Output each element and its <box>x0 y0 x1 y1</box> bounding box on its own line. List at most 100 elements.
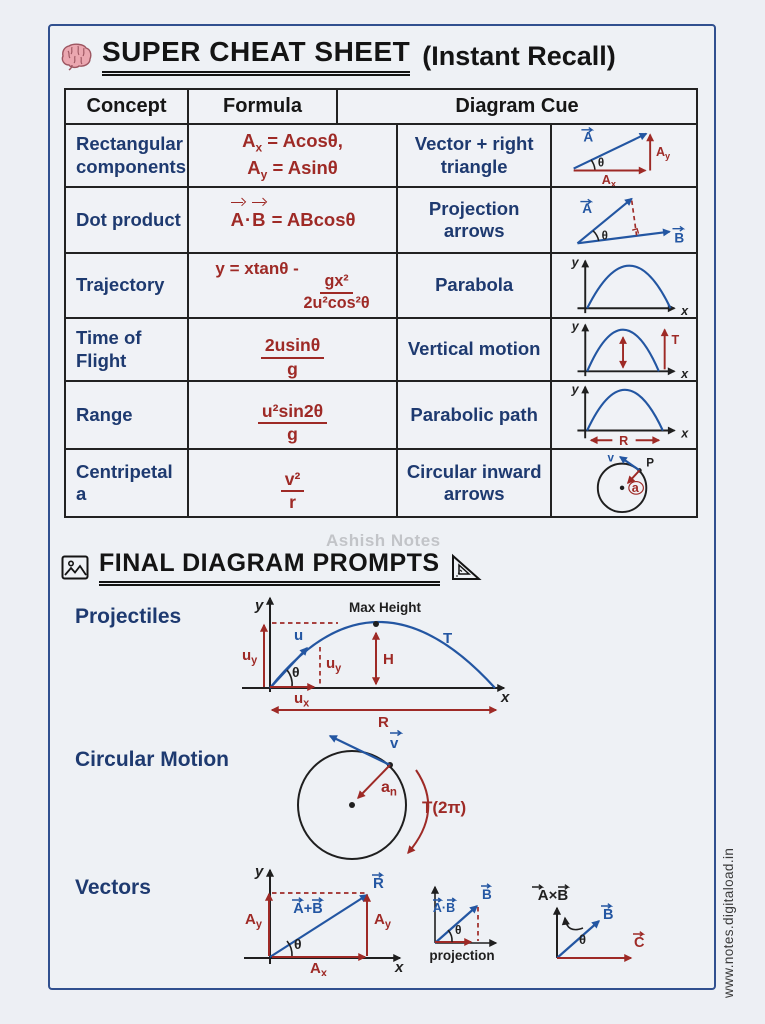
concept-cell: Rectangular components <box>66 125 189 186</box>
svg-text:A·B: A·B <box>433 901 455 915</box>
header-formula: Formula <box>189 90 338 123</box>
svg-text:v: v <box>390 735 399 752</box>
cue-cell: Parabola <box>398 254 552 317</box>
svg-text:T: T <box>443 630 452 647</box>
svg-text:θ: θ <box>292 664 300 680</box>
svg-text:θ: θ <box>602 229 608 242</box>
page-title: SUPER CHEAT SHEET <box>102 36 411 76</box>
vectors-projection-diagram: θ A·B B projection <box>429 883 498 963</box>
circular-motion-diagram: v an T(2π) <box>297 729 466 860</box>
svg-text:Ax: Ax <box>310 960 328 976</box>
section-header: FINAL DIAGRAM PROMPTS <box>60 549 483 586</box>
svg-text:C: C <box>634 935 645 951</box>
cue-cell: Vertical motion <box>398 319 552 380</box>
svg-text:Ax: Ax <box>602 173 617 186</box>
brain-icon <box>61 43 92 71</box>
svg-text:x: x <box>394 959 404 976</box>
picture-icon <box>61 555 89 579</box>
formula-cell: A·B = ABcosθ <box>189 188 399 252</box>
svg-text:B: B <box>603 907 613 923</box>
svg-text:x: x <box>680 304 689 317</box>
header-diagram-cue: Diagram Cue <box>455 95 579 117</box>
diagram-vertical-motion: y x T <box>552 319 696 380</box>
table-header-row: Concept Formula Diagram Cue <box>66 90 696 125</box>
svg-text:R: R <box>373 875 384 892</box>
svg-text:uy: uy <box>326 655 342 675</box>
svg-text:θ: θ <box>455 923 462 937</box>
svg-text:A: A <box>583 129 593 144</box>
svg-text:θ: θ <box>598 157 604 170</box>
svg-text:ux: ux <box>294 690 310 710</box>
diagram-parabola: y x <box>552 254 696 317</box>
svg-text:y: y <box>254 597 264 614</box>
svg-text:a: a <box>632 481 640 495</box>
svg-text:Ay: Ay <box>374 911 392 931</box>
projectiles-diagram: Max Height u θ uy uy ux H T R y x <box>242 596 510 730</box>
svg-text:θ: θ <box>294 936 302 952</box>
svg-text:A: A <box>582 201 592 216</box>
svg-text:x: x <box>500 689 510 706</box>
svg-text:Ay: Ay <box>656 145 671 161</box>
center-watermark: Ashish Notes <box>326 531 441 550</box>
concept-cell: Dot product <box>66 188 189 252</box>
svg-text:R: R <box>619 434 628 448</box>
concept-cell: Trajectory <box>66 254 189 317</box>
svg-text:T(2π): T(2π) <box>422 798 466 817</box>
svg-text:Ay: Ay <box>245 911 263 931</box>
svg-text:T: T <box>671 333 679 347</box>
concept-cell: Range <box>66 382 189 448</box>
svg-text:B: B <box>482 887 492 902</box>
svg-text:y: y <box>571 320 580 334</box>
svg-text:x: x <box>680 426 689 440</box>
svg-text:A+B: A+B <box>293 901 322 917</box>
diagram-parabolic-path: y x R <box>552 382 696 448</box>
svg-text:Max Height: Max Height <box>349 600 422 615</box>
projectiles-label: Projectiles <box>75 605 182 628</box>
concept-cell: Time of Flight <box>66 319 189 380</box>
vectors-cross-diagram: A×B θ B C <box>532 884 646 963</box>
svg-text:y: y <box>571 383 580 397</box>
svg-text:an: an <box>381 779 397 799</box>
page-title-suffix: (Instant Recall) <box>422 40 616 71</box>
svg-text:x: x <box>680 367 689 380</box>
svg-text:B: B <box>674 230 684 245</box>
svg-text:uy: uy <box>242 647 258 667</box>
page-header: SUPER CHEAT SHEET (Instant Recall) <box>60 36 616 76</box>
svg-text:A×B: A×B <box>538 887 569 904</box>
table-row: Dot product A·B = ABcosθ Projection arro… <box>66 188 696 254</box>
concept-cell: Centripetal a <box>66 450 189 516</box>
svg-text:v: v <box>608 452 615 465</box>
circular-motion-label: Circular Motion <box>75 748 230 771</box>
diagram-circular-arrows: v P a <box>552 450 696 516</box>
header-concept: Concept <box>66 90 189 123</box>
svg-text:R: R <box>378 714 389 730</box>
diagram-projection-arrows: A θ B <box>552 188 696 252</box>
vectors-label: Vectors <box>75 876 151 899</box>
diagram-right-triangle: A θ Ay Ax <box>552 125 696 186</box>
cue-cell: Projection arrows <box>398 188 552 252</box>
cue-cell: Circular inward arrows <box>398 450 552 516</box>
svg-text:u: u <box>294 627 303 644</box>
set-square-icon <box>451 553 482 580</box>
vectors-sum-diagram: θ A+B R Ay Ay Ax y x <box>244 863 404 976</box>
cheat-table: Concept Formula Diagram Cue Rectangular … <box>64 88 698 518</box>
svg-text:P: P <box>646 457 654 470</box>
svg-text:H: H <box>383 651 394 668</box>
formula-cell: Ax = Acosθ,Ay = Asinθ <box>189 125 399 186</box>
cue-cell: Vector + right triangle <box>398 125 552 186</box>
svg-text:y: y <box>571 256 580 270</box>
section-title: FINAL DIAGRAM PROMPTS <box>99 549 440 586</box>
svg-text:θ: θ <box>579 932 586 947</box>
svg-text:y: y <box>254 863 264 880</box>
side-watermark: www.notes.digitaload.in <box>721 847 736 998</box>
svg-text:projection: projection <box>429 948 494 963</box>
